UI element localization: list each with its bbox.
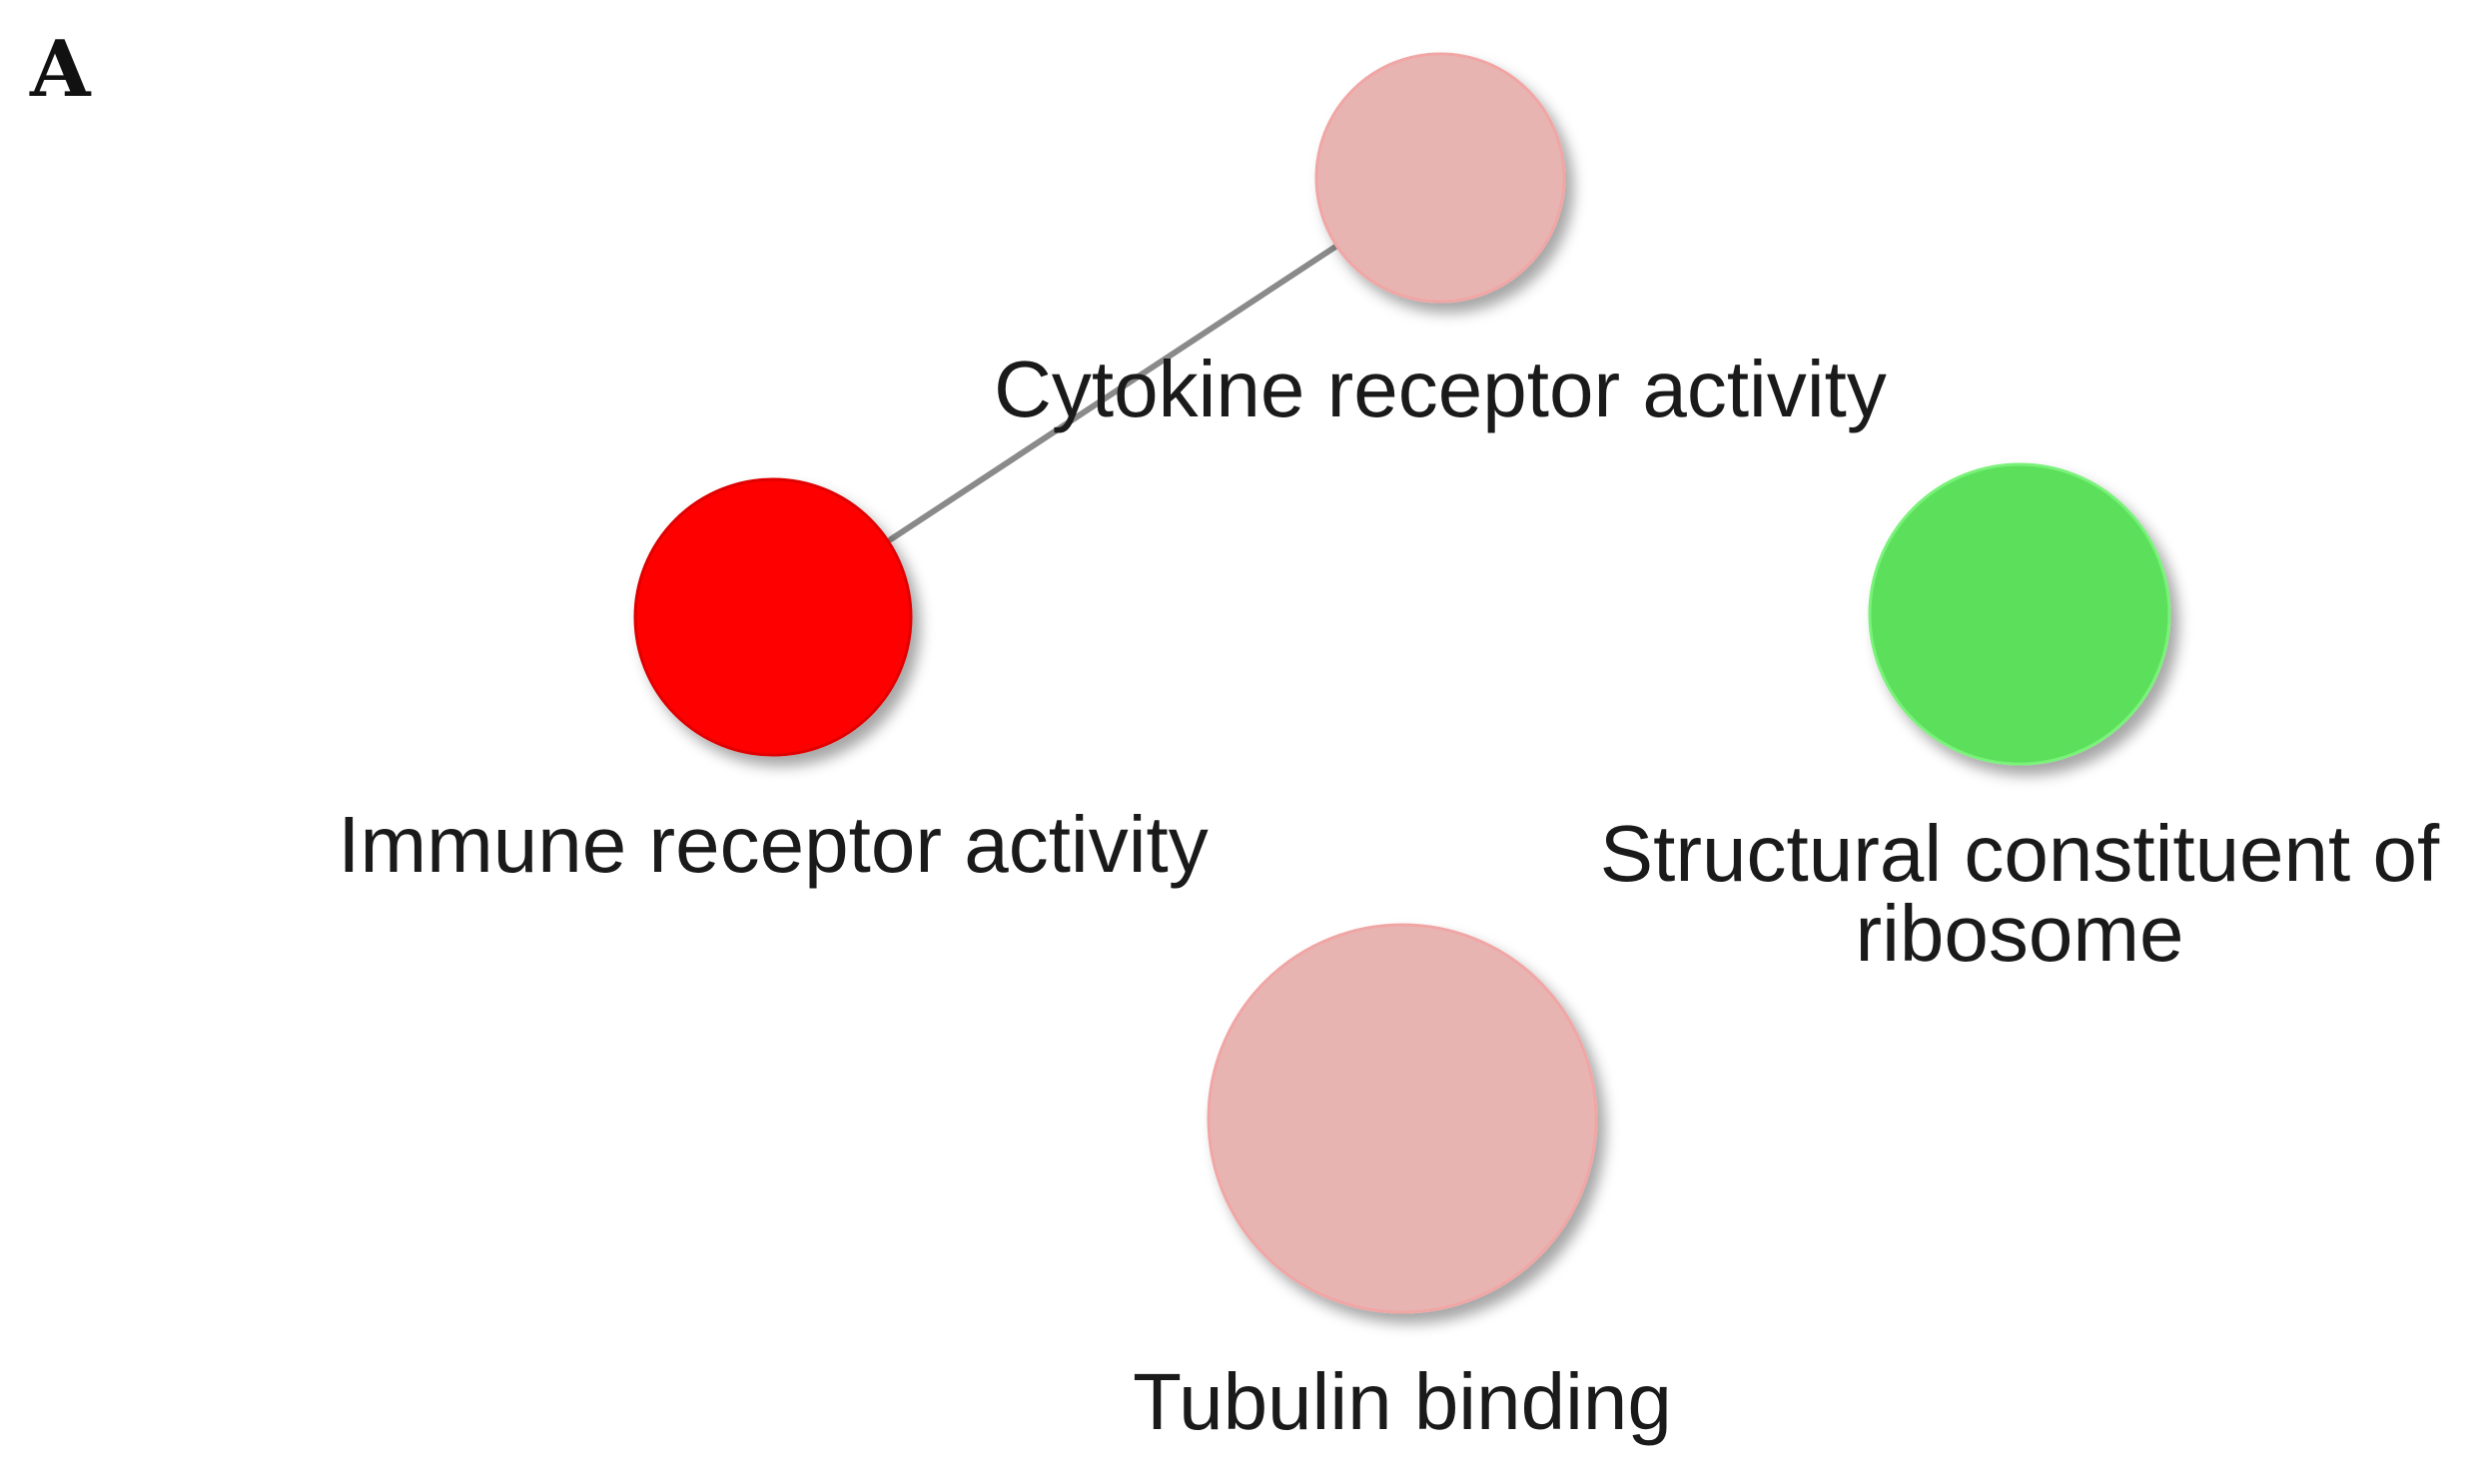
node-tubulin-binding[interactable] <box>1207 923 1598 1314</box>
panel-label: A <box>29 24 92 115</box>
node-structural-constituent-of-ribosome[interactable] <box>1868 462 2171 766</box>
node-immune-receptor-activity[interactable] <box>633 477 913 757</box>
label-structural-constituent-of-ribosome-line2: ribosome <box>1855 889 2183 978</box>
label-structural-constituent-of-ribosome: Structural constituent of <box>1600 809 2440 898</box>
node-layer <box>633 52 2171 1314</box>
label-immune-receptor-activity: Immune receptor activity <box>338 800 1208 889</box>
label-tubulin-binding: Tubulin binding <box>1133 1357 1672 1446</box>
node-cytokine-receptor-activity[interactable] <box>1314 52 1566 304</box>
label-layer: Cytokine receptor activity Immune recept… <box>338 345 2440 1446</box>
label-cytokine-receptor-activity: Cytokine receptor activity <box>994 345 1887 433</box>
